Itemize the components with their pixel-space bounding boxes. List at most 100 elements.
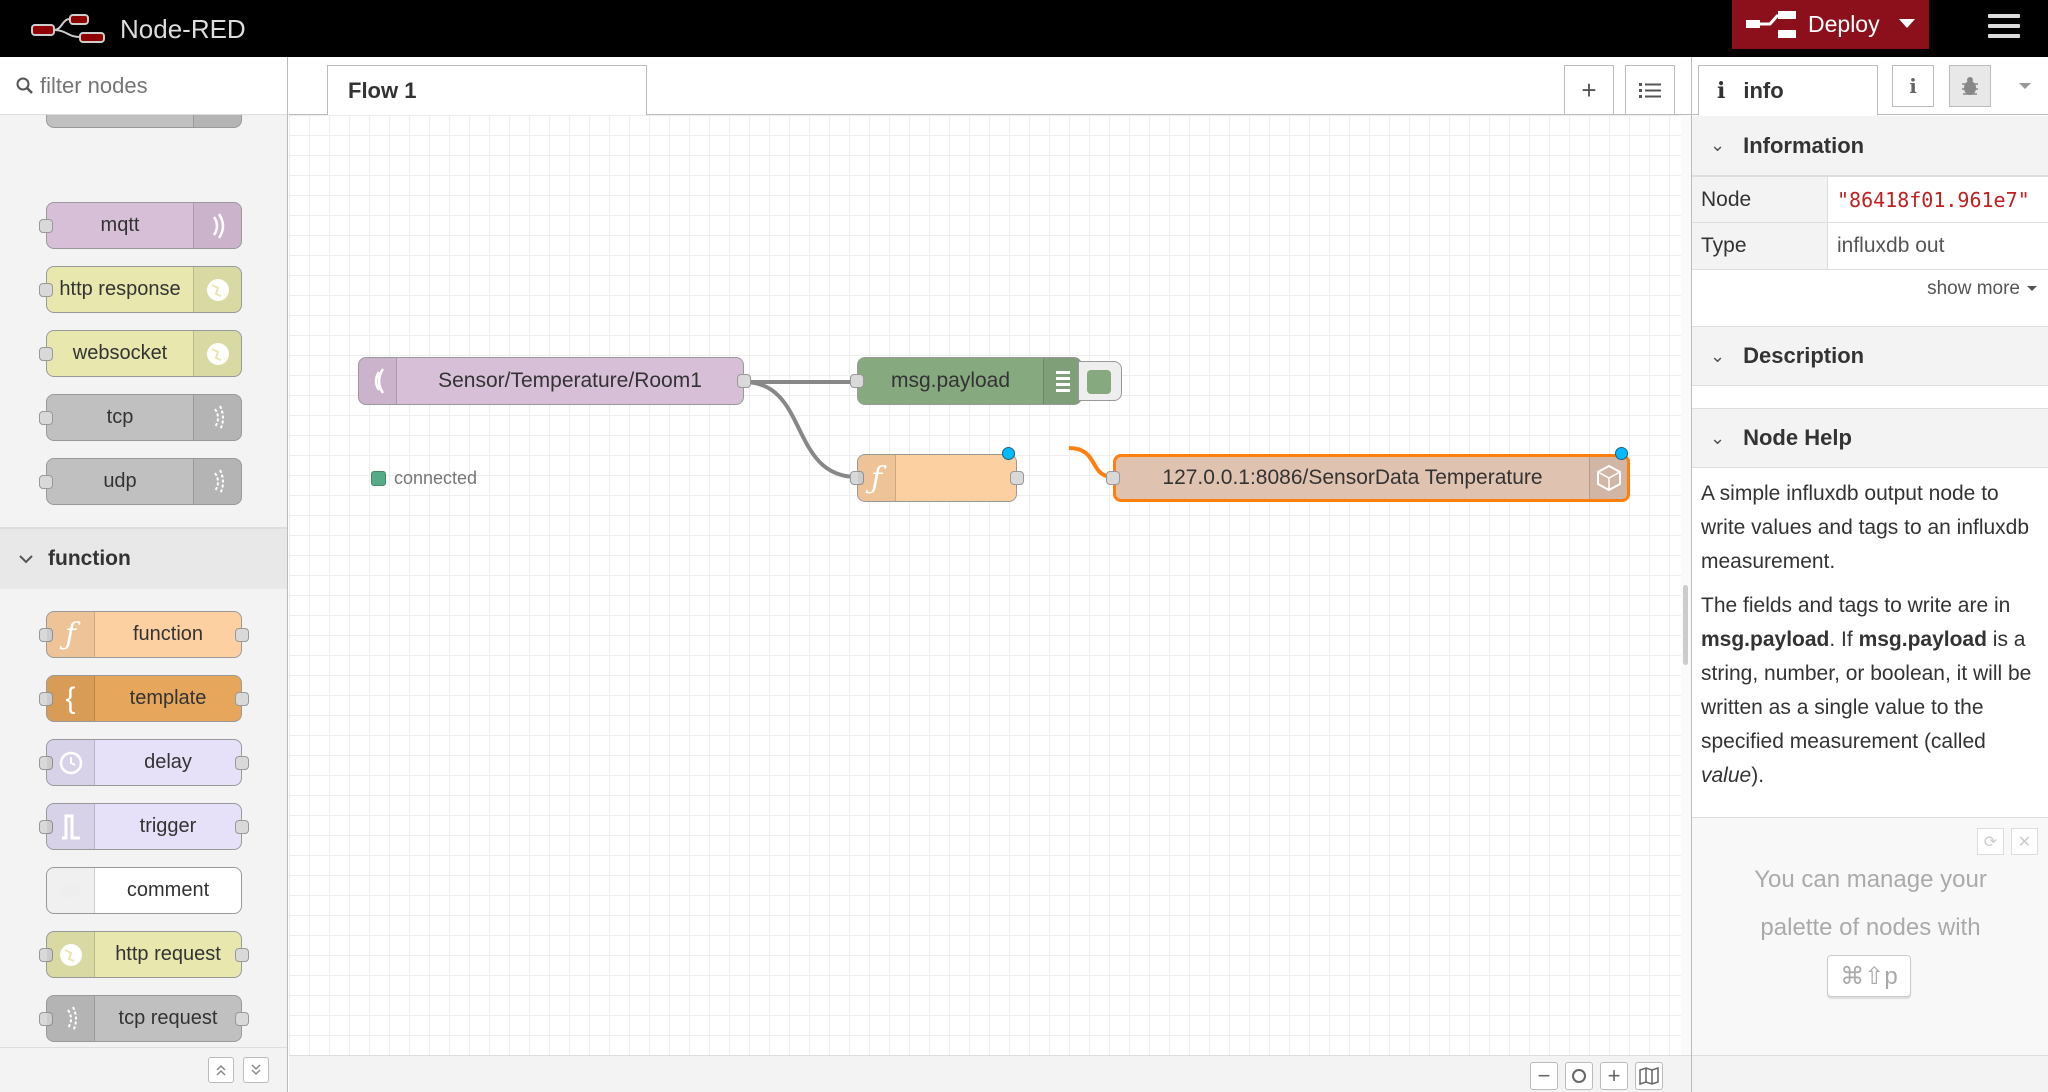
flow-node-mqtt-in[interactable]: Sensor/Temperature/Room1 (358, 357, 751, 405)
palette-node-udp[interactable]: udp (39, 458, 242, 505)
palette-node-comment[interactable]: comment (46, 867, 242, 914)
tips-panel: ⟳ ✕ You can manage your palette of nodes… (1692, 817, 2048, 1055)
info-row-node: Node "86418f01.961e7" (1692, 176, 2048, 223)
app-title: Node-RED (120, 13, 246, 44)
palette-node-partial[interactable] (46, 115, 242, 128)
wires-layer (743, 379, 1114, 479)
palette-node-delay[interactable]: delay (39, 739, 249, 786)
palette-category-function[interactable]: function (0, 529, 287, 589)
help-paragraph-2: The fields and tags to write are in msg.… (1701, 594, 2032, 787)
palette-node-template[interactable]: { template (39, 675, 249, 722)
show-more-link[interactable]: show more (1927, 278, 2038, 300)
input-port (39, 347, 53, 361)
close-tips-button[interactable]: ✕ (2011, 828, 2038, 855)
palette-node-label: tcp (106, 406, 134, 428)
input-port[interactable] (850, 374, 864, 388)
flow-node-function[interactable]: ƒ (850, 447, 1024, 502)
debug-tab-button[interactable] (1949, 65, 1991, 107)
palette-node-label: comment (126, 879, 210, 901)
info-key: Type (1692, 223, 1828, 269)
palette-node-mqtt[interactable]: mqtt (39, 202, 242, 249)
deploy-label: Deploy (1808, 11, 1880, 37)
status-dot (371, 471, 386, 486)
hamburger-line (1988, 14, 2020, 18)
debug-toggle-indicator (1087, 370, 1111, 394)
node-palette: mqtt http response websocket tcp (0, 57, 288, 1092)
description-section-header[interactable]: ⌄ Description (1692, 326, 2048, 386)
zoom-out-button[interactable]: − (1530, 1062, 1558, 1090)
palette-node-label: http response (59, 278, 181, 300)
tab-flow-1[interactable]: Flow 1 (327, 65, 647, 116)
info-tab-button[interactable]: i (1892, 65, 1934, 107)
input-port[interactable] (1106, 471, 1120, 485)
input-port (39, 692, 53, 706)
deploy-button[interactable]: Deploy (1732, 0, 1929, 49)
input-port (39, 820, 53, 834)
filter-nodes-input[interactable] (40, 72, 280, 99)
main-menu-button[interactable] (1988, 14, 2020, 40)
keyboard-shortcut-badge: ⌘⇧p (1827, 955, 1911, 997)
output-port[interactable] (1010, 471, 1024, 485)
zoom-reset-button[interactable] (1565, 1062, 1593, 1090)
palette-node-tcp-request[interactable]: tcp request (39, 995, 249, 1042)
palette-node-websocket[interactable]: websocket (39, 330, 242, 377)
chevron-down-icon: ⌄ (1710, 135, 1726, 155)
expand-all-button[interactable] (243, 1057, 269, 1083)
next-tip-button[interactable]: ⟳ (1977, 828, 2004, 855)
output-port[interactable] (737, 374, 751, 388)
bridge-icon (193, 395, 241, 440)
palette-node-label: websocket (72, 342, 168, 364)
palette-node-http-request[interactable]: http request (39, 931, 249, 978)
input-port (39, 475, 53, 489)
trigger-icon (47, 804, 95, 849)
palette-node-function[interactable]: ƒ function (39, 611, 249, 658)
section-title: Node Help (1743, 425, 1852, 450)
input-port (39, 628, 53, 642)
add-flow-button[interactable]: + (1564, 65, 1614, 115)
search-icon (16, 77, 33, 94)
information-section-header[interactable]: ⌄ Information (1692, 116, 2048, 176)
output-port (235, 820, 249, 834)
chevron-down-icon: ⌄ (1710, 427, 1726, 448)
status-text: connected (394, 468, 478, 488)
map-icon (1639, 1067, 1659, 1085)
function-icon: ƒ (47, 612, 95, 657)
hamburger-line (1988, 34, 2020, 38)
palette-node-trigger[interactable]: trigger (39, 803, 249, 850)
palette-node-tcp[interactable]: tcp (39, 394, 242, 441)
scrollbar-thumb[interactable] (1683, 585, 1688, 665)
circle-icon (1572, 1069, 1586, 1083)
node-red-logo: Node-RED (30, 12, 246, 46)
info-row-type: Type influxdb out (1692, 223, 2048, 270)
zoom-in-button[interactable]: + (1600, 1062, 1628, 1090)
canvas-scrollbar[interactable] (1681, 115, 1691, 1055)
flow-node-influxdb-out[interactable]: 127.0.0.1:8086/SensorData Temperature (1106, 447, 1630, 502)
palette-node-http-response[interactable]: http response (39, 266, 242, 313)
deploy-icon (1746, 10, 1796, 38)
info-icon: i (1717, 77, 1726, 104)
globe-icon (193, 267, 241, 312)
section-title: Information (1743, 132, 1865, 158)
collapse-all-button[interactable] (208, 1057, 234, 1083)
navigator-button[interactable] (1635, 1062, 1663, 1090)
list-flows-button[interactable] (1625, 65, 1675, 115)
minus-icon: − (1537, 1063, 1551, 1088)
flow-canvas[interactable]: Sensor/Temperature/Room1 connected msg.p… (289, 115, 1681, 1055)
help-paragraph-1: A simple influxdb output node to write v… (1701, 482, 2030, 573)
flow-node-debug[interactable]: msg.payload (850, 357, 1082, 405)
flow-node-label: Sensor/Temperature/Room1 (438, 369, 702, 392)
sidebar-tab-menu-button[interactable] (2004, 65, 2046, 107)
workspace-tabs: Flow 1 + (289, 57, 1691, 116)
tab-info[interactable]: i info (1698, 65, 1878, 116)
input-port[interactable] (850, 471, 864, 485)
node-help-section-header[interactable]: ⌄ Node Help (1692, 408, 2048, 468)
sidebar-footer (1692, 1055, 2048, 1092)
palette-node-list[interactable]: mqtt http response websocket tcp (0, 115, 287, 1047)
debug-toggle-button[interactable] (1078, 361, 1122, 401)
workspace-footer: − + (289, 1055, 1691, 1092)
input-port (39, 283, 53, 297)
output-port (235, 692, 249, 706)
node-status: connected (371, 468, 477, 489)
deploy-dropdown-caret-icon[interactable] (1899, 19, 1915, 28)
section-title: Description (1743, 343, 1865, 368)
